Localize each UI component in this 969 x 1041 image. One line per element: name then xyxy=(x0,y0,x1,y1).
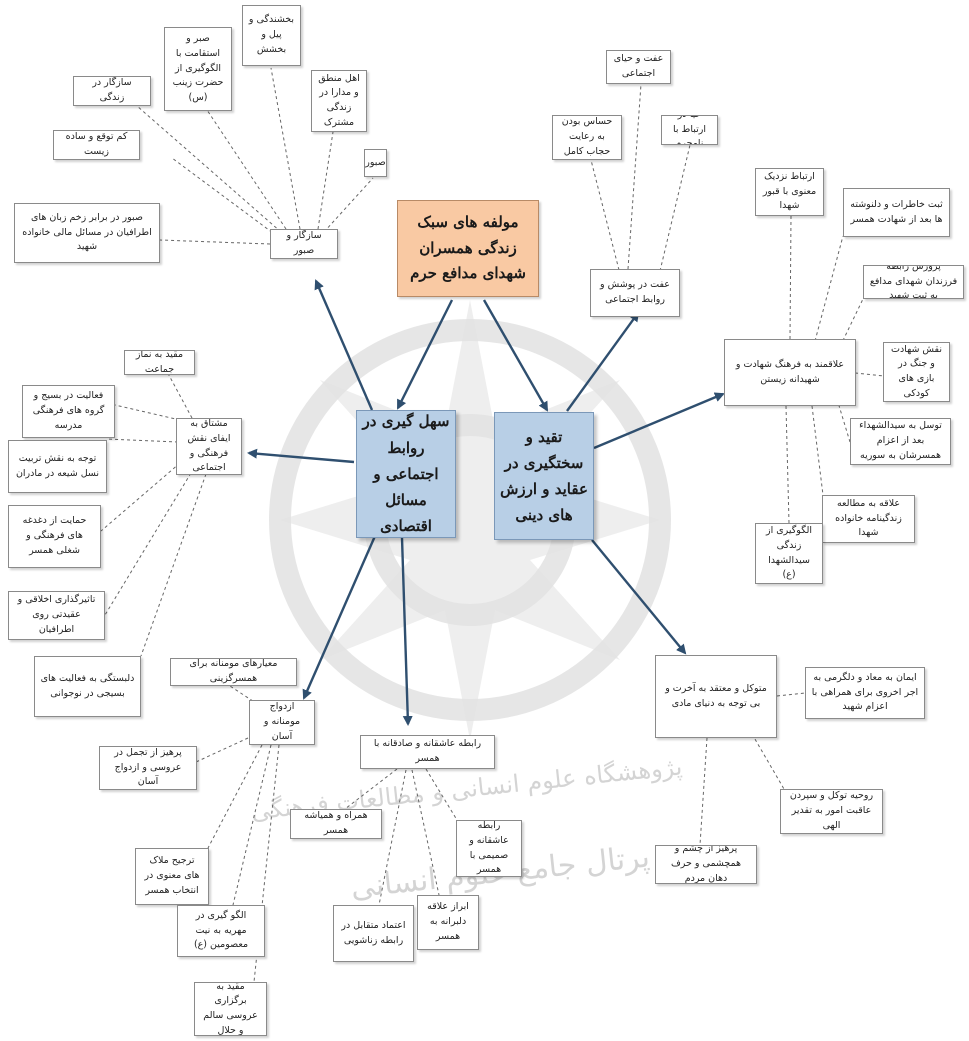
leaf-ravabet-3: اعتماد متقابل در رابطه زناشویی xyxy=(333,905,414,962)
arrow-main2-to-motavakel xyxy=(591,539,687,655)
subtopic-shahadat: علاقمند به فرهنگ شهادت و شهیدانه زیستن xyxy=(724,339,856,406)
leaf-farhangi-5: تاثیرگذاری اخلاقی و عقیدتی روی اطرافیان xyxy=(8,591,105,640)
leaf-shahadat-2: ثبت خاطرات و دلنوشته ها بعد از شهادت همس… xyxy=(843,188,950,237)
leaf-ezdevaj-3: ترجیح ملاک های معنوی در انتخاب همسر xyxy=(135,848,209,905)
leaf-sabr-2: صبر و استقامت با الگوگیری از حضرت زینب (… xyxy=(164,27,232,111)
leaf-shahadat-4: نقش شهادت و جنگ در بازی های کودکی xyxy=(883,342,950,402)
arrow-main1-to-ravabet xyxy=(400,537,413,726)
arrow-root-to-main-2 xyxy=(482,299,549,412)
arrow-root-to-main-1 xyxy=(396,299,454,410)
leaf-shahadat-5: توسل به سیدالشهداء بعد از اعزام همسرشان … xyxy=(850,418,951,465)
root-topic: مولفه های سبک زندگی همسران شهدای مدافع ح… xyxy=(397,200,539,297)
leaf-effat-3: حیا در ارتباط با نامحرم xyxy=(661,115,718,145)
main-branch-strict-religious-values: تقید و سختگیری در عقاید و ارزش های دینی xyxy=(494,412,594,540)
subtopic-effat: عفت در پوشش و روابط اجتماعی xyxy=(590,269,680,317)
leaf-farhangi-3: توجه به نقش تربیت نسل شیعه در مادران xyxy=(8,440,107,493)
leaf-ezdevaj-5: مقید به برگزاری عروسی سالم و حلال xyxy=(194,982,267,1036)
leaf-farhangi-2: فعالیت در بسیج و گروه های فرهنگی مدرسه xyxy=(22,385,115,438)
leaf-sabr-3: سازگار در زندگی xyxy=(73,76,151,106)
arrow-main2-to-shahadat xyxy=(593,392,725,450)
leaf-shahadat-3: پرورش رابطه فرزندان شهدای مدافع به ثبت ش… xyxy=(863,265,964,299)
subtopic-ezdevaj: ازدواج مومنانه و آسان xyxy=(249,700,315,745)
arrow-main2-to-effat xyxy=(566,311,640,412)
leaf-sabr-7: صبور در برابر زخم زبان های اطرافیان در م… xyxy=(14,203,160,263)
leaf-motavakel-1: ایمان به معاد و دلگرمی به اجر اخروی برای… xyxy=(805,667,925,719)
leaf-sabr-5: کم توقع و ساده زیست xyxy=(53,130,140,160)
leaf-sabr-6: صبور xyxy=(364,149,387,177)
leaf-shahadat-6: علاقه به مطالعه زندگینامه خانواده شهدا xyxy=(822,495,915,543)
leaf-farhangi-6: دلبستگی به فعالیت های بسیجی در نوجوانی xyxy=(34,656,141,717)
leaf-sabr-4: اهل منطق و مدارا در زندگی مشترک xyxy=(311,70,367,132)
leaf-motavakel-3: پرهیز از چشم و همچشمی و حرف دهان مردم xyxy=(655,845,757,884)
leaf-ravabet-1: همراه و همیاشه همسر xyxy=(290,809,382,839)
leaf-ezdevaj-1: معیارهای مومنانه برای همسرگزینی xyxy=(170,658,297,686)
leaf-ravabet-2: رابطه عاشقانه و صمیمی با همسر xyxy=(456,820,522,877)
leaf-ravabet-4: ابراز علاقه دلبرانه به همسر xyxy=(417,895,479,950)
leaf-effat-1: عفت و حیای اجتماعی xyxy=(606,50,671,84)
leaf-shahadat-1: ارتباط نزدیک معنوی با قبور شهدا xyxy=(755,168,824,216)
leaf-ezdevaj-2: پرهیز از تجمل در عروسی و ازدواج آسان xyxy=(99,746,197,790)
leaf-farhangi-4: حمایت از دغدغه های فرهنگی و شغلی همسر xyxy=(8,505,101,568)
subtopic-sabr: سازگار و صبور xyxy=(270,229,338,259)
arrow-main1-to-ezdevaj xyxy=(302,535,377,700)
leaf-farhangi-1: مقید به نماز جماعت xyxy=(124,350,195,375)
leaf-ezdevaj-4: الگو گیری در مهریه به نیت معصومین (ع) xyxy=(177,905,265,957)
subtopic-motavakel: متوکل و معتقد به آخرت و بی توجه به دنیای… xyxy=(655,655,777,738)
leaf-sabr-1: بخشندگی و پیل و بخشش xyxy=(242,5,301,66)
leaf-shahadat-7: الگوگیری از زندگی سیدالشهدا (ع) xyxy=(755,523,823,584)
arrow-main1-to-farhangi xyxy=(247,448,355,464)
main-branch-relaxed-social-economic: سهل گیری در روابط اجتماعی و مسائل اقتصاد… xyxy=(356,410,456,538)
subtopic-ravabet-asheqaneh: رابطه عاشقانه و صادقانه با همسر xyxy=(360,735,495,769)
leaf-effat-2: حساس بودن به رعایت حجاب کامل xyxy=(552,115,622,160)
subtopic-farhangi: مشتاق به ایفای نقش فرهنگی و اجتماعی xyxy=(176,418,242,475)
leaf-motavakel-2: روحیه توکل و سپردن عاقبت امور به تقدیر ا… xyxy=(780,789,883,834)
arrow-main1-to-sabr xyxy=(314,279,374,411)
